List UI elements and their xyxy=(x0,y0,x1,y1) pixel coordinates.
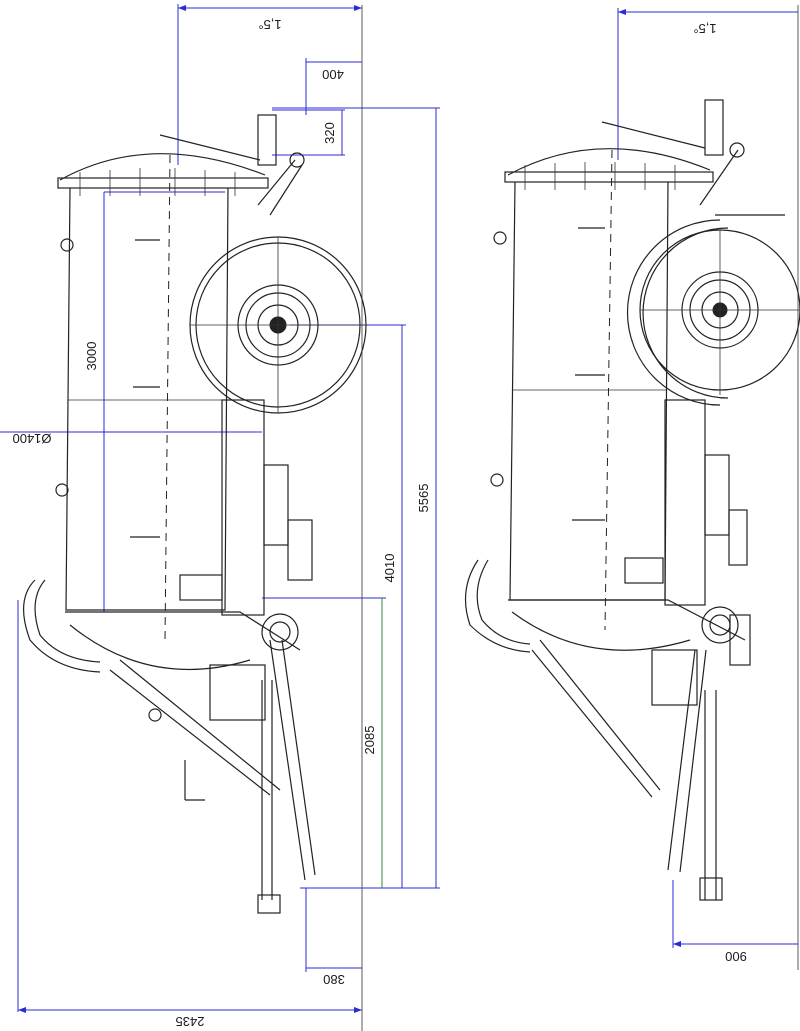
left-tank xyxy=(55,153,269,641)
dim-380: 380 xyxy=(305,888,362,987)
dim-320-label: 320 xyxy=(322,122,337,144)
dim-diameter: Ø1400 xyxy=(0,431,262,446)
right-view: 1,5° 900 xyxy=(464,5,800,970)
right-frame xyxy=(601,99,785,606)
dim-400: 400 xyxy=(305,58,362,115)
dim-400-label: 400 xyxy=(322,67,344,82)
dim-4010-label: 4010 xyxy=(382,554,397,583)
right-angle-label: 1,5° xyxy=(693,21,716,36)
right-angle-dimension: 1,5° xyxy=(617,8,798,160)
left-angle-label: 1,5° xyxy=(258,17,281,32)
left-angle-dimension: 1,5° xyxy=(177,4,362,165)
dim-diameter-label: Ø1400 xyxy=(12,431,51,446)
dim-900: 900 xyxy=(672,880,798,964)
dim-5565-label: 5565 xyxy=(416,484,431,513)
left-lower-assembly xyxy=(22,579,316,914)
dim-2435: 2435 xyxy=(17,600,362,1029)
right-lower-assembly xyxy=(464,559,751,901)
dim-380-label: 380 xyxy=(323,972,345,987)
dim-3000-label: 3000 xyxy=(84,342,99,371)
dim-5565: 5565 xyxy=(272,107,440,889)
dim-2085-label: 2085 xyxy=(362,726,377,755)
left-frame xyxy=(159,114,313,616)
dim-2085: 2085 xyxy=(262,597,386,888)
dim-320: 320 xyxy=(272,109,345,156)
dim-2435-label: 2435 xyxy=(176,1014,205,1029)
right-wheel xyxy=(626,219,800,406)
left-view: 1,5° 400 320 5565 4010 xyxy=(0,4,440,1031)
dim-900-label: 900 xyxy=(725,949,747,964)
dim-3000: 3000 xyxy=(84,191,225,612)
dim-4010: 4010 xyxy=(290,324,406,888)
right-tank xyxy=(490,148,714,631)
left-wheel xyxy=(189,236,367,414)
